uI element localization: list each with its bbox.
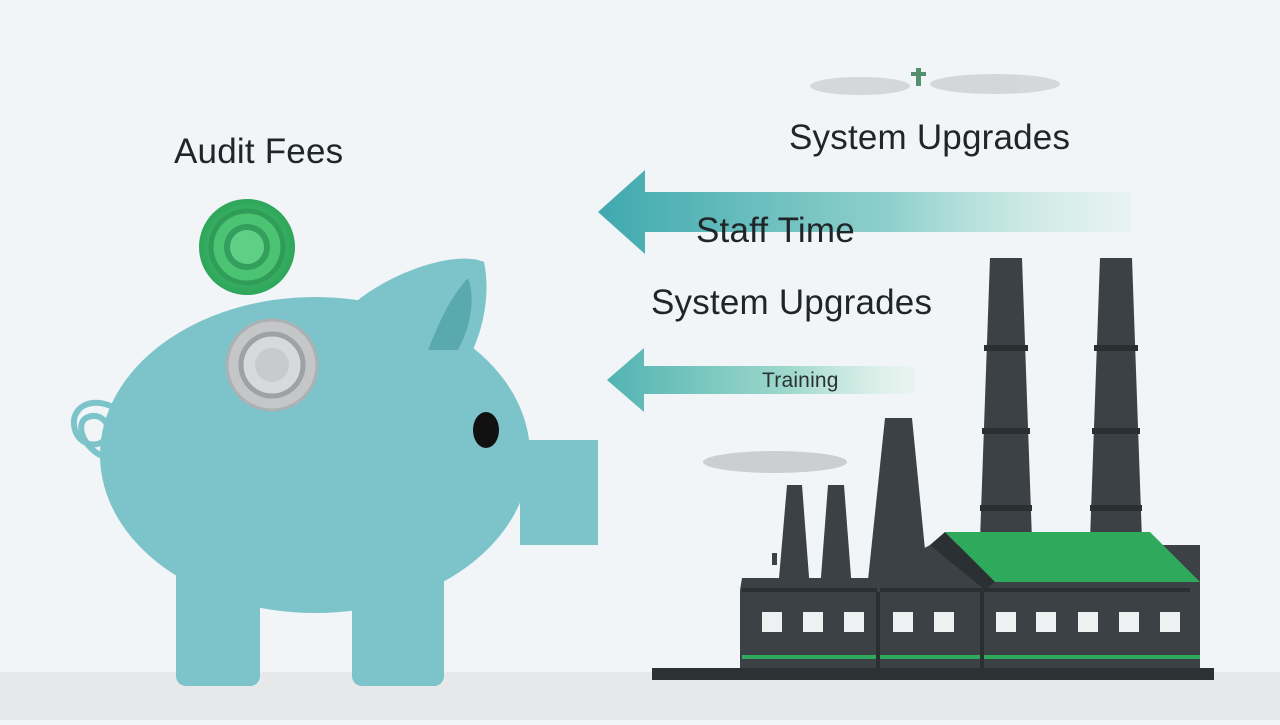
training-label: Training [762,369,839,392]
smoke-icon [810,68,1060,95]
smoke-icon [703,451,847,473]
coin-icon [225,318,319,412]
arrow-left-icon [598,170,1130,254]
system-upgrades-label-mid: System Upgrades [651,283,933,322]
system-upgrades-label-top: System Upgrades [789,118,1071,157]
audit-fees-label: Audit Fees [174,132,344,171]
factory-base-line [652,668,1214,680]
piggy-bank-icon [70,258,598,686]
factory-icon [703,258,1200,668]
coin-icon [199,199,295,295]
staff-time-label: Staff Time [696,211,855,250]
arrow-left-icon [607,348,915,412]
